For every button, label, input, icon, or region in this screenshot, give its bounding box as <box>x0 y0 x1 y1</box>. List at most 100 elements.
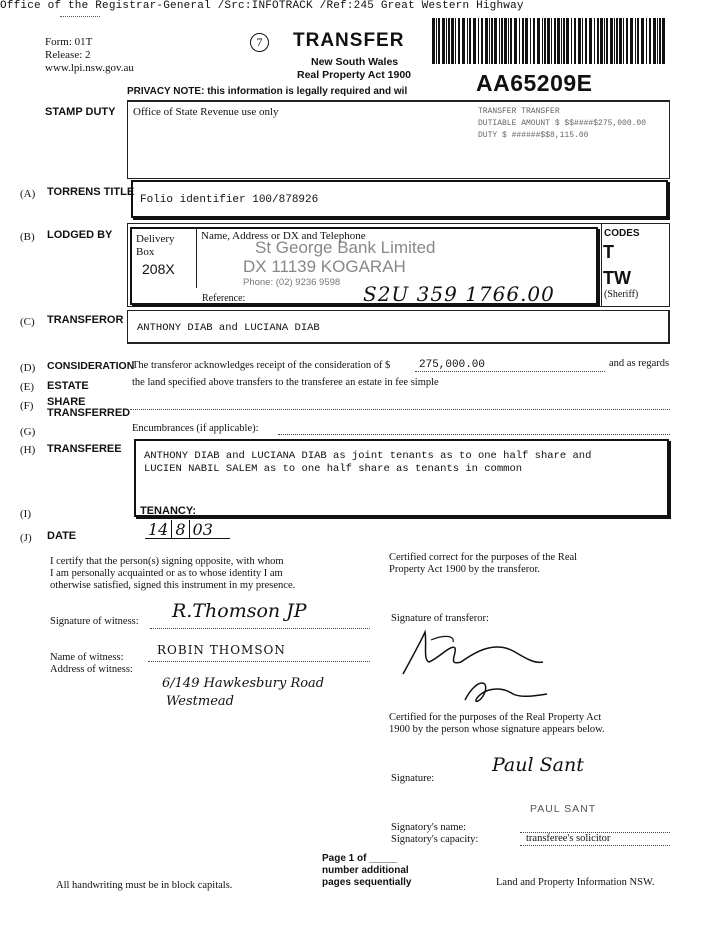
code-tw: TW <box>603 268 631 288</box>
witness-signature-label: Signature of witness: <box>50 616 139 627</box>
transferor-signature-2 <box>464 682 548 703</box>
witness-cert-line: I certify that the person(s) signing opp… <box>50 556 284 567</box>
folio-identifier: Folio identifier 100/878926 <box>140 194 319 206</box>
form-title: TRANSFER <box>293 30 405 51</box>
share-line <box>130 409 670 410</box>
code-t: T <box>603 242 614 262</box>
signatory-capacity-line <box>520 845 670 846</box>
lodger-inner-box <box>130 227 598 305</box>
stamp-duty-box-text: Office of State Revenue use only <box>133 106 279 118</box>
form-number: 7 <box>256 35 263 49</box>
header-banner: Office of the Registrar-General /Src:INF… <box>0 0 524 12</box>
witness-name-line <box>148 661 370 662</box>
lodger-phone: Phone: (02) 9236 9598 <box>243 277 341 288</box>
torrens-title-box: Folio identifier 100/878926 <box>131 180 668 218</box>
transferee-label: TRANSFEREE <box>47 443 122 455</box>
witness-name-label: Name of witness: <box>50 652 124 663</box>
section-letter-j: (J) <box>20 532 32 544</box>
section-letter-f: (F) <box>20 400 34 412</box>
share-label-2: TRANSFERRED <box>47 407 131 419</box>
reference-label: Reference: <box>202 293 246 304</box>
date-underline <box>145 538 230 539</box>
form-website: www.lpi.nsw.gov.au <box>45 62 134 74</box>
page-counter: Page 1 of _____ number additional pages … <box>322 853 411 889</box>
transferee-line-1: ANTHONY DIAB and LUCIANA DIAB as joint t… <box>144 450 592 462</box>
consideration-suffix: and as regards <box>609 358 670 369</box>
date-value: 14 8 03 <box>148 520 213 539</box>
signatory-capacity-value: transferee's solicitor <box>526 833 611 844</box>
page-counter-line: Page 1 of _____ <box>322 853 398 864</box>
transferor-signature-label: Signature of transferor: <box>391 613 489 624</box>
lodger-name: St George Bank Limited <box>255 238 436 257</box>
section-letter-c: (C) <box>20 316 35 328</box>
stamp-duty-imprint: TRANSFER TRANSFER DUTIABLE AMOUNT $ $$##… <box>478 106 646 142</box>
witness-signature-line <box>150 628 370 629</box>
section-letter-i: (I) <box>20 508 31 520</box>
stamp-line: TRANSFER TRANSFER <box>478 107 560 116</box>
torrens-title-label: TORRENS TITLE <box>47 186 135 198</box>
witness-address-1: 6/149 Hawkesbury Road <box>162 676 325 691</box>
footer-left: All handwriting must be in block capital… <box>56 880 233 891</box>
transferee-certification: Certified for the purposes of the Real P… <box>389 712 605 736</box>
section-letter-b: (B) <box>20 231 35 243</box>
amount-line <box>415 371 605 372</box>
form-release: Release: 2 <box>45 49 91 61</box>
signatory-name-line <box>520 832 670 833</box>
transferee-signature: Paul Sant <box>492 754 584 776</box>
lodger-dx: DX 11139 KOGARAH <box>243 257 406 276</box>
footer-right: Land and Property Information NSW. <box>496 877 655 888</box>
reference-value: S2U 359 1766.00 <box>363 282 555 306</box>
stamp-line: DUTY $ ######$$8,115.00 <box>478 131 589 140</box>
witness-certification: I certify that the person(s) signing opp… <box>50 556 295 592</box>
page-counter-line: pages sequentially <box>322 877 412 888</box>
form-info: Form: 01T Release: 2 www.lpi.nsw.gov.au <box>45 36 134 75</box>
signatory-name-label: Signatory's name: <box>391 822 467 833</box>
share-label-1: SHARE <box>47 396 86 408</box>
witness-signature: R.Thomson JP <box>172 600 307 622</box>
barcode-icon <box>432 18 665 64</box>
date-label: DATE <box>47 530 77 542</box>
transferee-signature-label: Signature: <box>391 773 435 784</box>
lodged-by-box <box>127 223 670 307</box>
delivery-divider <box>196 228 197 288</box>
stamp-duty-label: STAMP DUTY <box>45 106 116 118</box>
dealing-number: AA65209E <box>476 70 593 96</box>
tenancy-label: TENANCY: <box>140 505 197 517</box>
codes-label: CODES <box>604 228 640 239</box>
consideration-text: The transferor acknowledges receipt of t… <box>132 360 391 371</box>
consideration-amount: 275,000.00 <box>419 359 486 371</box>
date-day: 14 <box>148 520 169 539</box>
transferor-label: TRANSFEROR <box>47 314 124 326</box>
share-label: SHARE TRANSFERRED <box>47 397 130 419</box>
transferor-signature-1 <box>402 629 544 675</box>
address-label: Name, Address or DX and Telephone <box>201 230 366 242</box>
form-code: Form: 01T <box>45 36 93 48</box>
transferee-box: ANTHONY DIAB and LUCIANA DIAB as joint t… <box>134 439 669 517</box>
transferor-box: ANTHONY DIAB and LUCIANA DIAB <box>127 310 670 344</box>
date-month: 8 <box>175 520 186 539</box>
codes-divider <box>601 224 602 306</box>
section-letter-e: (E) <box>20 381 35 393</box>
transferee-printed-name: PAUL SANT <box>530 803 597 815</box>
header-dots <box>60 16 100 17</box>
delivery-box-value: 208X <box>142 261 175 277</box>
act-name: Real Property Act 1900 <box>297 69 411 81</box>
stamp-duty-box: Office of State Revenue use only TRANSFE… <box>127 101 670 179</box>
estate-label: ESTATE <box>47 380 89 392</box>
transferee-cert-line: Certified for the purposes of the Real P… <box>389 712 602 723</box>
encumbrances-text: Encumbrances (if applicable): <box>132 423 259 434</box>
witness-address-label: Address of witness: <box>50 664 133 675</box>
date-year: 03 <box>192 520 213 539</box>
transferor-cert-line: Property Act 1900 by the transferor. <box>389 564 541 575</box>
transferee-line-2: LUCIEN NABIL SALEM as to one half share … <box>144 463 523 475</box>
witness-name-value: ROBIN THOMSON <box>157 643 286 657</box>
encumbrances-line <box>278 434 670 435</box>
transferor-cert-line: Certified correct for the purposes of th… <box>389 552 578 563</box>
section-letter-a: (A) <box>20 188 36 200</box>
signatory-capacity-label: Signatory's capacity: <box>391 834 479 845</box>
witness-address-2: Westmead <box>166 694 234 709</box>
lodged-by-label: LODGED BY <box>47 229 113 241</box>
transferee-cert-line: 1900 by the person whose signature appea… <box>389 724 605 735</box>
transferor-certification: Certified correct for the purposes of th… <box>389 552 577 576</box>
section-letter-g: (G) <box>20 426 36 438</box>
